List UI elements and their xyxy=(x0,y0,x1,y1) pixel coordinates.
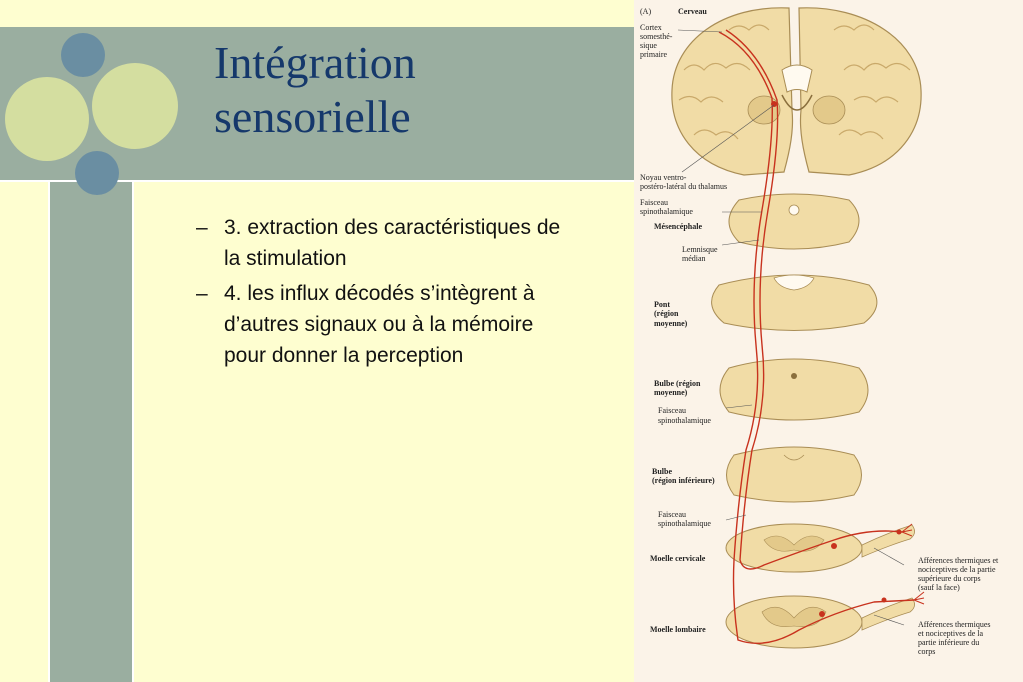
bullet-item: –4. les influx décodés s’intègrent à d’a… xyxy=(196,278,576,371)
label-bulbe-moyenne-1: Bulbe (région xyxy=(654,379,701,388)
label-afferences-inf-4: corps xyxy=(918,647,935,656)
label-afferences-sup-2: nociceptives de la partie xyxy=(918,565,996,574)
bullet-marker: – xyxy=(196,282,208,305)
label-pont-1: Pont xyxy=(654,300,670,309)
label-cortex-3: sique xyxy=(640,41,657,50)
spinothalamic-pathway-figure: (A) Cerveau Cortex somesthé- sique prima… xyxy=(634,0,1023,682)
label-faisceau-3b: spinothalamique xyxy=(658,519,711,528)
label-cortex-4: primaire xyxy=(640,50,668,59)
spinothalamic-pathway xyxy=(718,29,915,645)
label-bulbe-moyenne-2: moyenne) xyxy=(654,388,688,397)
brain-section xyxy=(671,7,922,176)
label-bulbe-inferieure-2: (région inférieure) xyxy=(652,476,715,485)
label-afferences-inf-3: partie inférieure du xyxy=(918,638,979,647)
slide-title: Intégration sensorielle xyxy=(214,36,416,144)
label-leader-lines xyxy=(677,29,905,626)
circle-small-bottom xyxy=(75,151,119,195)
label-faisceau-3a: Faisceau xyxy=(658,510,686,519)
label-noyau-1: Noyau ventro- xyxy=(640,173,687,182)
label-afferences-sup-4: (sauf la face) xyxy=(918,583,960,592)
spinal-cord-sections xyxy=(725,523,915,649)
pathway-endings xyxy=(901,523,925,605)
label-cortex-1: Cortex xyxy=(640,23,662,32)
title-line-1: Intégration xyxy=(214,37,416,88)
label-lemnisque-2: médian xyxy=(682,254,706,263)
pathway-neurons xyxy=(771,101,902,617)
panel-label: (A) xyxy=(640,7,651,16)
label-faisceau-2b: spinothalamique xyxy=(658,416,711,425)
label-moelle-cervicale: Moelle cervicale xyxy=(650,554,706,563)
circle-large-left xyxy=(5,77,89,161)
brainstem-sections xyxy=(711,193,878,503)
label-faisceau-2a: Faisceau xyxy=(658,406,686,415)
top-band-edge xyxy=(0,180,634,182)
label-afferences-inf-1: Afférences thermiques xyxy=(918,620,991,629)
label-faisceau-1a: Faisceau xyxy=(640,198,668,207)
title-line-2: sensorielle xyxy=(214,91,411,142)
label-pont-3: moyenne) xyxy=(654,319,688,328)
left-column-band xyxy=(48,182,134,682)
bullet-text: 4. les influx décodés s’intègrent à d’au… xyxy=(224,282,535,367)
label-cerveau: Cerveau xyxy=(678,7,707,16)
label-afferences-sup-1: Afférences thermiques et xyxy=(918,556,999,565)
label-afferences-inf-2: et nociceptives de la xyxy=(918,629,984,638)
label-mesencephale: Mésencéphale xyxy=(654,222,702,231)
bullet-item: –3. extraction des caractéristiques de l… xyxy=(196,212,576,274)
label-cortex-2: somesthé- xyxy=(640,32,673,41)
bullet-text: 3. extraction des caractéristiques de la… xyxy=(224,216,561,270)
circle-large-right xyxy=(92,63,178,149)
label-moelle-lombaire: Moelle lombaire xyxy=(650,625,706,634)
circle-small-top xyxy=(61,33,105,77)
label-lemnisque-1: Lemnisque xyxy=(682,245,718,254)
bullet-marker: – xyxy=(196,216,208,239)
bullet-list: –3. extraction des caractéristiques de l… xyxy=(196,212,576,375)
label-afferences-sup-3: supérieure du corps xyxy=(918,574,981,583)
label-bulbe-inferieure-1: Bulbe xyxy=(652,467,672,476)
label-noyau-2: postéro-latéral du thalamus xyxy=(640,182,727,191)
label-faisceau-1b: spinothalamique xyxy=(640,207,693,216)
label-pont-2: (région xyxy=(654,309,679,318)
